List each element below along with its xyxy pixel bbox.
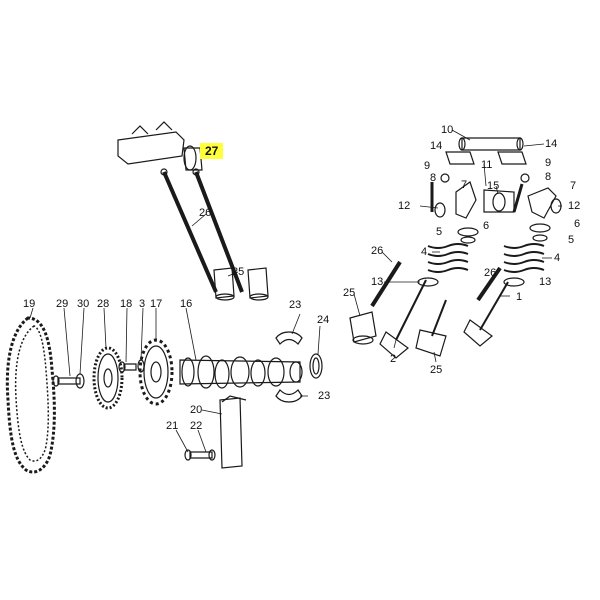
part-label-10[interactable]: 10 xyxy=(441,124,454,136)
part-label-20[interactable]: 20 xyxy=(190,404,203,416)
part-label-19[interactable]: 19 xyxy=(23,298,36,310)
rocker-shaft xyxy=(458,137,524,151)
pushrods-right xyxy=(370,260,502,308)
valves-right xyxy=(349,279,509,359)
rocker-plates xyxy=(445,151,527,165)
part-label-6-left[interactable]: 6 xyxy=(483,220,490,232)
part-label-14-right[interactable]: 14 xyxy=(545,138,558,150)
upper-rocker-assembly xyxy=(117,121,203,171)
part-label-8-left[interactable]: 8 xyxy=(430,172,437,184)
part-label-12-right[interactable]: 12 xyxy=(568,200,581,212)
part-label-6-right[interactable]: 6 xyxy=(574,218,581,230)
part-label-13-right[interactable]: 13 xyxy=(539,276,552,288)
part-label-26-mid[interactable]: 26 xyxy=(484,267,497,279)
washers-right xyxy=(434,198,562,244)
part-label-27[interactable]: 27 xyxy=(200,143,224,159)
chain-tensioner xyxy=(184,395,247,469)
part-label-30[interactable]: 30 xyxy=(77,298,90,310)
part-label-8-right[interactable]: 8 xyxy=(545,171,552,183)
part-label-18[interactable]: 18 xyxy=(120,298,133,310)
part-label-4-left[interactable]: 4 xyxy=(421,246,428,258)
valve-springs xyxy=(427,243,545,273)
part-label-9-right[interactable]: 9 xyxy=(545,157,552,169)
part-label-23-top[interactable]: 23 xyxy=(289,299,302,311)
part-label-29[interactable]: 29 xyxy=(56,298,69,310)
tappets-left xyxy=(213,267,269,301)
part-label-28[interactable]: 28 xyxy=(97,298,110,310)
part-label-11[interactable]: 11 xyxy=(481,159,493,171)
cam-sprocket xyxy=(138,338,174,406)
part-label-26-right[interactable]: 26 xyxy=(371,245,384,257)
part-label-7-right[interactable]: 7 xyxy=(570,180,577,192)
pushrods-left xyxy=(160,168,244,293)
part-label-3[interactable]: 3 xyxy=(139,298,146,310)
part-label-5-left[interactable]: 5 xyxy=(436,226,443,238)
bearing-shells xyxy=(275,331,323,403)
part-label-14-left[interactable]: 14 xyxy=(430,140,443,152)
part-label-7-left[interactable]: 7 xyxy=(461,179,468,191)
crank-gear xyxy=(92,346,124,410)
spring-retainers xyxy=(417,277,525,287)
part-label-17[interactable]: 17 xyxy=(150,298,163,310)
part-label-23-bottom[interactable]: 23 xyxy=(318,390,331,402)
part-label-2[interactable]: 2 xyxy=(390,353,397,365)
part-label-12-left[interactable]: 12 xyxy=(398,200,411,212)
part-label-25-bottom[interactable]: 25 xyxy=(430,364,443,376)
part-label-5-right[interactable]: 5 xyxy=(568,234,575,246)
camshaft xyxy=(179,355,303,389)
part-label-25-left[interactable]: 25 xyxy=(232,266,245,278)
crank-bolt xyxy=(52,373,85,389)
timing-chain xyxy=(5,316,56,474)
leader-lines xyxy=(29,129,562,453)
part-label-4-right[interactable]: 4 xyxy=(554,252,561,264)
part-label-9-left[interactable]: 9 xyxy=(424,160,431,172)
part-label-13-left[interactable]: 13 xyxy=(371,276,384,288)
part-label-22[interactable]: 22 xyxy=(190,420,203,432)
rocker-arms-right xyxy=(455,181,557,219)
part-label-16[interactable]: 16 xyxy=(180,298,193,310)
part-label-1[interactable]: 1 xyxy=(516,291,523,303)
part-label-24[interactable]: 24 xyxy=(317,314,330,326)
part-label-26-left[interactable]: 26 xyxy=(199,207,212,219)
part-label-21[interactable]: 21 xyxy=(166,420,179,432)
part-label-25-right[interactable]: 25 xyxy=(343,287,356,299)
part-label-15[interactable]: 15 xyxy=(487,180,500,192)
